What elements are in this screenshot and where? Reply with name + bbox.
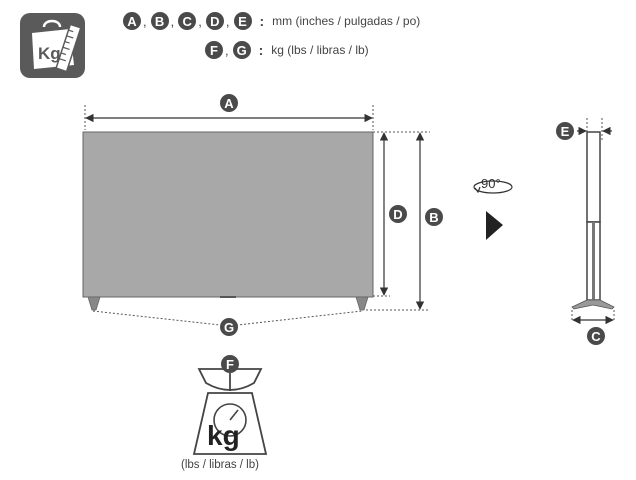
scale-kg-label: kg: [207, 420, 240, 451]
tv-side-view: E C: [556, 118, 615, 345]
label-c: C: [591, 329, 601, 344]
badge-e: E: [233, 12, 252, 30]
badge-f: F: [205, 41, 223, 59]
label-d: D: [393, 207, 402, 222]
tv-screen: [82, 131, 374, 298]
colon: :: [258, 42, 264, 58]
badge-c: C: [178, 12, 197, 30]
badge-a: A: [123, 12, 141, 30]
icon-text: Kg: [38, 44, 61, 63]
badge-d: D: [205, 12, 224, 30]
separator: ,: [225, 13, 230, 29]
label-b: B: [429, 210, 438, 225]
label-g: G: [224, 320, 234, 335]
separator: ,: [225, 42, 229, 58]
label-a: A: [224, 96, 234, 111]
badge-b: B: [150, 12, 169, 30]
rotation-icon: [473, 180, 513, 194]
label-e: E: [561, 124, 570, 139]
weight-bag-icon: Kg: [20, 13, 85, 78]
play-arrow-icon: [486, 211, 503, 240]
colon: :: [259, 13, 265, 29]
dimension-b: B: [366, 132, 443, 311]
dimension-a: A: [84, 94, 374, 130]
separator: ,: [198, 13, 202, 29]
legend-row-weight: F , G : kg (lbs / libras / lb): [205, 41, 369, 59]
dimension-units: mm (inches / pulgadas / po): [272, 14, 421, 28]
tv-stand-front: [87, 296, 369, 311]
scale-icon: F: [192, 355, 268, 455]
label-f: F: [226, 357, 234, 372]
weight-units: kg (lbs / libras / lb): [271, 43, 369, 57]
separator: ,: [143, 13, 147, 29]
dimension-d: D: [373, 131, 430, 297]
separator: ,: [170, 13, 175, 29]
rotation-label: 90°: [481, 176, 501, 191]
scale-units-label: (lbs / libras / lb): [181, 459, 259, 471]
dimension-g: G: [92, 310, 363, 336]
legend-row-dimensions: A , B , C , D , E : mm (inches / pulgada…: [123, 12, 420, 30]
badge-g: G: [232, 41, 251, 59]
